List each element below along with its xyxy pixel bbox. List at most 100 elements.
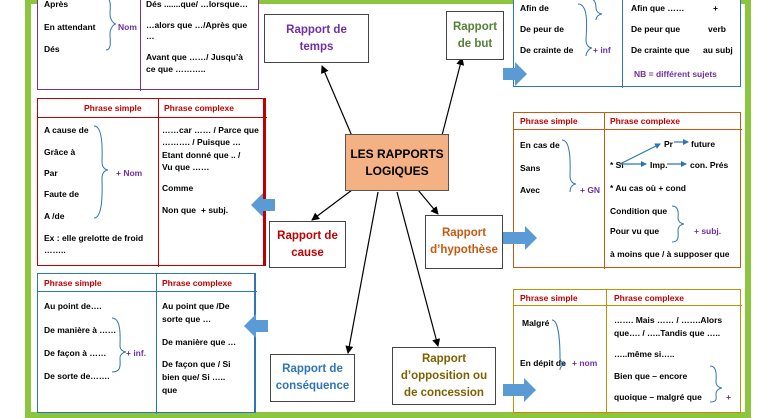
consequence-table: Phrase simple Phrase complexe Au point d… bbox=[37, 273, 257, 414]
cause-right-line: Non que bbox=[162, 205, 196, 215]
but-right-item: De crainte que bbox=[631, 45, 690, 55]
but-right-tag: verb bbox=[708, 24, 726, 34]
arrow-hypothese-table bbox=[503, 226, 537, 250]
connector-opposition bbox=[396, 191, 441, 347]
connector-but bbox=[439, 57, 465, 144]
opp-right-line: ……. Mais …… / …….Alors bbox=[614, 315, 723, 325]
but-left-item: De peur de bbox=[520, 24, 564, 34]
node-hypothese: Rapport d’hypothèse bbox=[425, 215, 503, 269]
node-but-line1: Rapport bbox=[452, 20, 498, 33]
node-but: Rapport de but bbox=[446, 11, 504, 60]
cause-head-complex: Phrase complexe bbox=[164, 103, 234, 113]
temps-left-tag: Nom bbox=[118, 22, 137, 32]
temps-right-line: Avant que ……/ Jusqu’à bbox=[146, 52, 243, 62]
cause-right-line: Comme bbox=[162, 183, 194, 193]
cause-example: Ex : elle grelotte de froid bbox=[44, 233, 144, 243]
hyp-au-cas: * Au cas où + cond bbox=[610, 183, 686, 193]
hyp-head-complex: Phrase complexe bbox=[610, 116, 680, 126]
node-temps-line1: Rapport de bbox=[286, 23, 347, 36]
node-hypothese-line2: d’hypothèse bbox=[430, 244, 498, 256]
node-opposition-line2: d’opposition ou bbox=[400, 369, 488, 382]
cause-left-item: A /de bbox=[44, 211, 65, 221]
temps-right-line: Dés .......que/ …lorsque… bbox=[146, 0, 249, 9]
node-but-line2: de but bbox=[457, 37, 493, 50]
opposition-table: Phrase simple Phrase complexe Malgré En … bbox=[513, 289, 742, 414]
hyp-left-item: Sans bbox=[520, 163, 541, 173]
cons-right-line: sorte que … bbox=[162, 314, 212, 324]
cons-left-item: De sorte de……. bbox=[44, 371, 110, 381]
cons-left-item: De façon à …… bbox=[44, 348, 107, 358]
node-consequence-line1: Rapport de bbox=[282, 363, 343, 375]
hyp-left-tag: + GN bbox=[580, 185, 601, 195]
temps-left-item: Après bbox=[44, 0, 69, 9]
cause-left-item: Par bbox=[44, 168, 58, 178]
arrow-but-table bbox=[503, 62, 527, 86]
node-hypothese-line1: Rapport bbox=[441, 227, 487, 239]
node-consequence: Rapport de conséquence bbox=[270, 354, 355, 402]
connector-cause bbox=[311, 189, 353, 221]
cause-right-line: Vu que …… bbox=[162, 162, 210, 172]
opp-left-item: En dépit de bbox=[520, 358, 566, 368]
hyp-cond: Pour vu que bbox=[610, 226, 660, 236]
opp-right-line: …..même si….. bbox=[614, 349, 675, 359]
hyp-moins: à moins que / à supposer que bbox=[610, 249, 730, 259]
but-note: NB = différent sujets bbox=[634, 69, 717, 79]
cause-table: Phrase simple Phrase complexe A cause de… bbox=[37, 98, 267, 267]
hyp-left-item: Avec bbox=[520, 185, 541, 195]
temps-table: Après En attendant Dés Nom Dés .......qu… bbox=[37, 0, 259, 91]
temps-left-item: Dés bbox=[44, 44, 60, 54]
arrow-cause-table bbox=[251, 193, 275, 217]
node-opposition: Rapport d’opposition ou de concession bbox=[392, 347, 496, 405]
node-temps-line2: temps bbox=[299, 40, 334, 53]
hyp-cond-tag: + subj. bbox=[694, 226, 722, 236]
opp-head-complex: Phrase complexe bbox=[614, 293, 684, 303]
hyp-head-simple: Phrase simple bbox=[520, 116, 578, 126]
node-consequence-line2: conséquence bbox=[275, 380, 350, 392]
cause-example-dots: …….. bbox=[44, 245, 66, 255]
opp-right-tag: + bbox=[726, 392, 731, 402]
connector-consequence bbox=[345, 191, 379, 354]
but-table: Afin de De peur de De crainte de + inf A… bbox=[513, 0, 741, 88]
block-arrows bbox=[244, 62, 537, 402]
temps-left-item: En attendant bbox=[44, 22, 96, 32]
brace-but-left bbox=[577, 3, 593, 57]
brace-opposition bbox=[551, 319, 567, 371]
node-cause: Rapport de cause bbox=[269, 221, 346, 268]
opp-left-tag: + nom bbox=[572, 358, 598, 368]
hyp-con: con. Prés bbox=[690, 160, 729, 170]
connector-lines bbox=[311, 57, 465, 354]
cause-left-item: A cause de bbox=[44, 125, 89, 135]
center-node: LES RAPPORTS LOGIQUES bbox=[345, 134, 449, 191]
brace-hypothese bbox=[561, 139, 577, 193]
opp-left-item: Malgré bbox=[522, 318, 550, 328]
but-right-item: Afin que …… bbox=[631, 3, 685, 13]
hypothese-table: Phrase simple Phrase complexe En cas de … bbox=[513, 112, 742, 269]
connector-temps bbox=[321, 65, 356, 144]
but-left-item: De crainte de bbox=[520, 45, 574, 55]
arrow-opposition-table bbox=[503, 378, 536, 402]
node-opposition-line3: de concession bbox=[404, 386, 484, 399]
cause-right-line: Etant donné que .. / bbox=[162, 150, 241, 160]
opp-right-line: que…. / …..Tandis que ….. bbox=[614, 328, 721, 338]
cons-right-line: bien que/ Si ….. bbox=[162, 372, 226, 382]
hyp-futur: future bbox=[691, 139, 716, 149]
brace-consequence bbox=[111, 317, 127, 373]
hyp-pr: Pr bbox=[664, 139, 673, 149]
cons-right-line: Au point que /De bbox=[162, 301, 230, 311]
temps-right-line: …alors que …/Après que bbox=[146, 20, 248, 30]
brace-hyp-cond bbox=[671, 205, 685, 243]
temps-right-line: ce que ……….. bbox=[146, 64, 206, 74]
hyp-mini-arrows bbox=[619, 139, 689, 167]
hyp-imp: Imp. bbox=[650, 160, 668, 170]
brace-opp-right bbox=[709, 365, 723, 403]
node-cause-line1: Rapport de bbox=[277, 229, 338, 242]
cons-right-line: De manière que … bbox=[162, 337, 237, 347]
node-temps: Rapport de temps bbox=[264, 14, 369, 63]
but-left-tag: + inf bbox=[593, 45, 611, 55]
hyp-cond: Condition que bbox=[610, 206, 668, 216]
cons-head-complex: Phrase complexe bbox=[162, 278, 232, 288]
but-right-item: De peur que bbox=[631, 24, 681, 34]
temps-right-line: … bbox=[146, 31, 155, 41]
cons-right-line: De façon que / Si bbox=[162, 359, 231, 369]
but-left-item: Afin de bbox=[520, 3, 549, 13]
